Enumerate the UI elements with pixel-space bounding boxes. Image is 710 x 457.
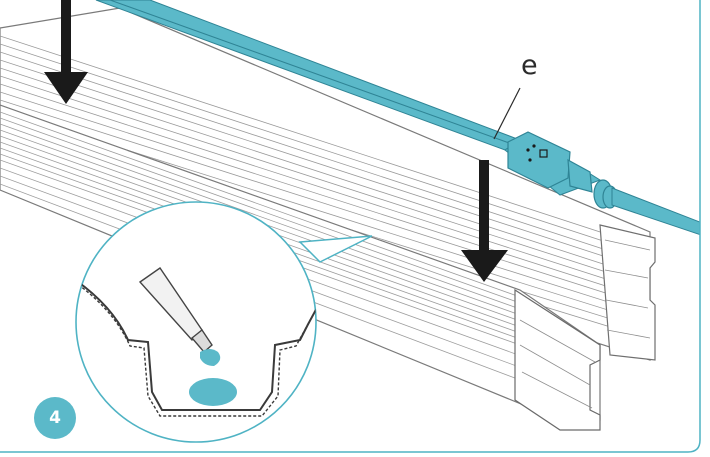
detail-magnifier	[75, 201, 317, 443]
callout-leader-line	[493, 87, 521, 140]
step-number-badge: 4	[34, 397, 76, 439]
arrow-down-icon	[44, 0, 88, 104]
glue-tube-icon	[138, 267, 221, 366]
connector-icon	[507, 131, 700, 239]
detail-pointer	[298, 235, 373, 263]
panel-frame	[0, 0, 701, 453]
callout-label-e: e	[521, 50, 538, 81]
arrow-down-icon	[461, 160, 508, 282]
